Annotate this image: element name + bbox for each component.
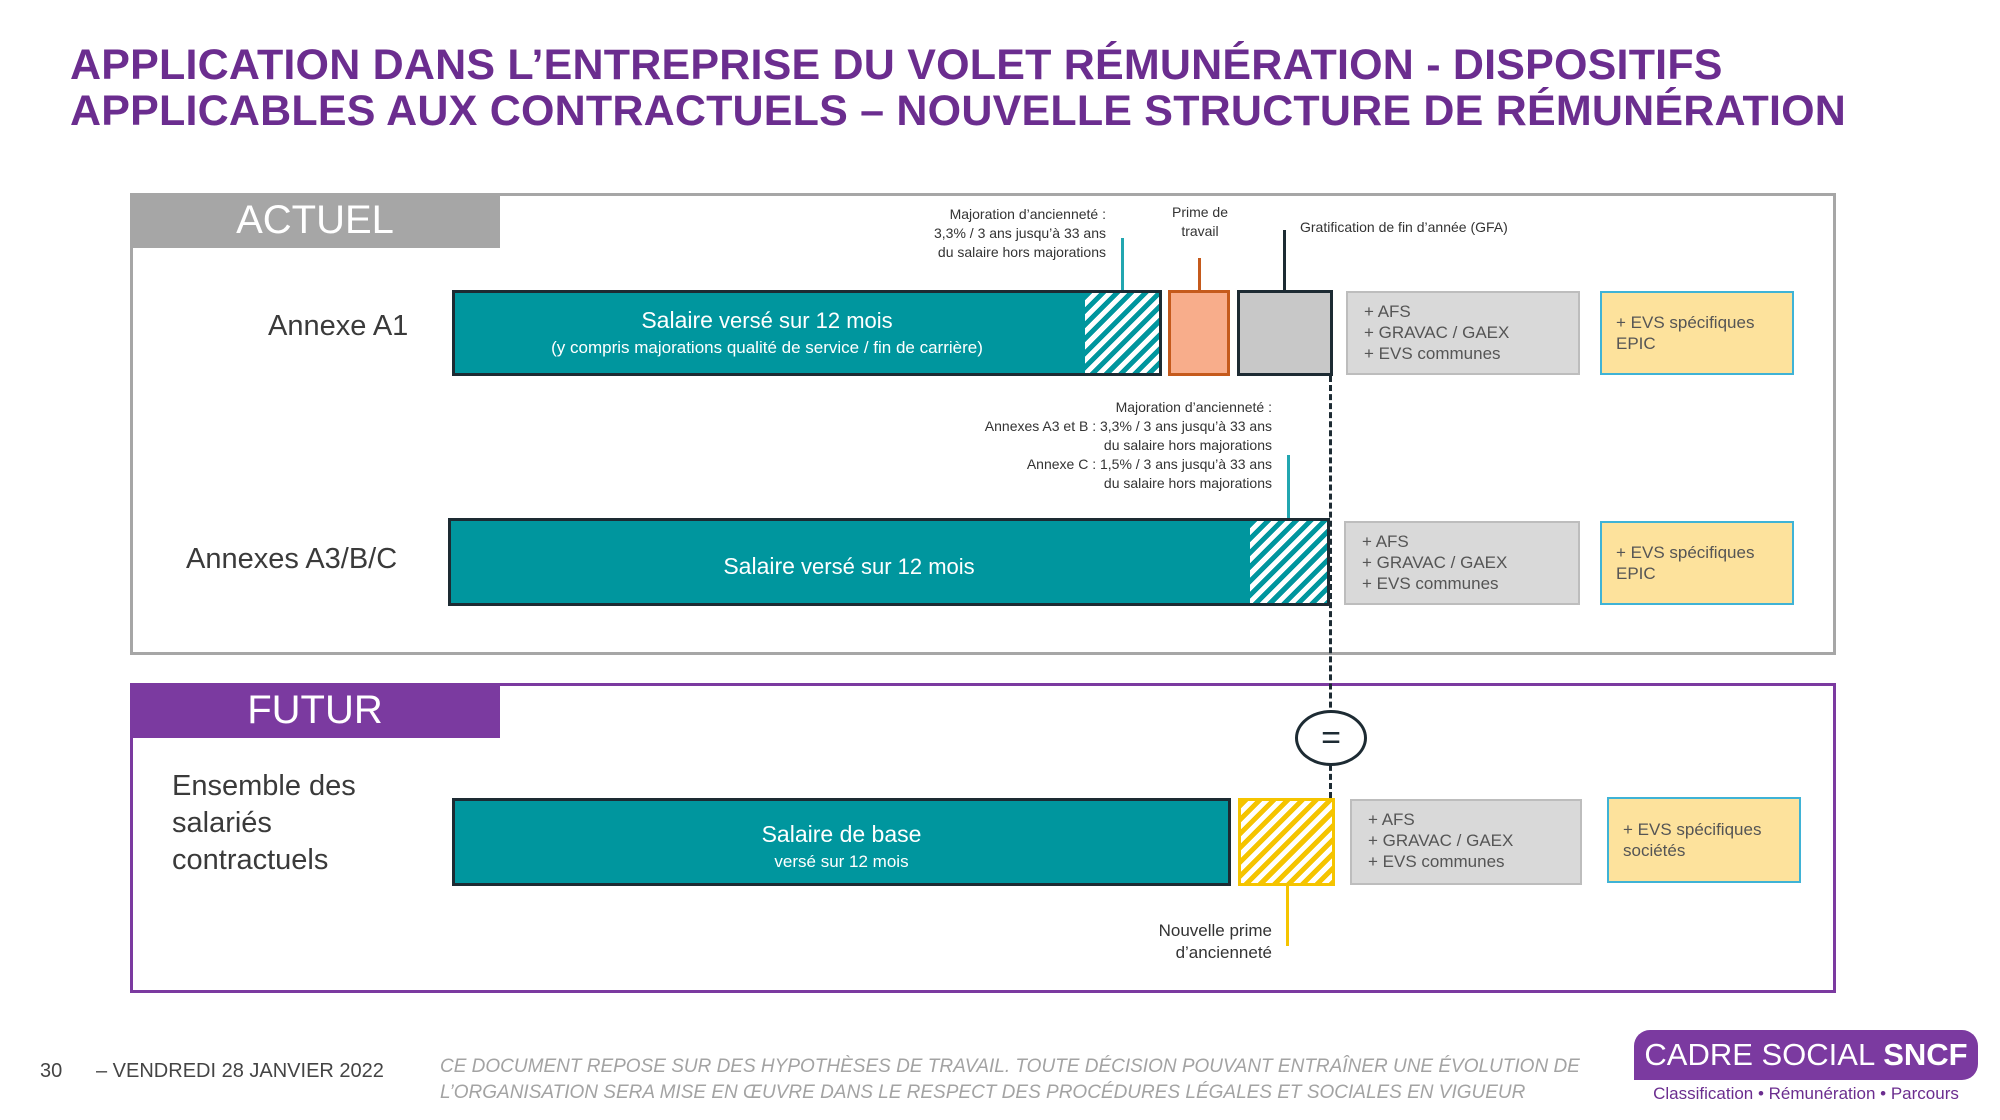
majoration-anciennete-segment-a1 bbox=[1085, 293, 1159, 373]
note-gfa: Gratification de fin d’année (GFA) bbox=[1300, 219, 1508, 235]
row-label-ensemble-contractuels: Ensemble des salariés contractuels bbox=[172, 770, 356, 876]
afs-box-futur: + AFS + GRAVAC / GAEX + EVS communes bbox=[1350, 799, 1582, 885]
row-label-annexes-a3bc: Annexes A3/B/C bbox=[186, 543, 398, 575]
evs-box-a3bc: + EVS spécifiques EPIC bbox=[1600, 521, 1794, 605]
equals-symbol: = bbox=[1295, 710, 1367, 766]
page-number: 30 bbox=[40, 1060, 63, 1082]
afs-box-a3bc: + AFS + GRAVAC / GAEX + EVS communes bbox=[1344, 521, 1580, 605]
logo-tagline: Classification • Rémunération • Parcours bbox=[1653, 1084, 1959, 1103]
row-label-annexe-a1: Annexe A1 bbox=[268, 310, 409, 342]
footer-date: – VENDREDI 28 JANVIER 2022 bbox=[96, 1060, 384, 1082]
alignment-dashed-line bbox=[1329, 376, 1332, 798]
note-prime-de-travail: Prime de travail bbox=[1171, 204, 1229, 239]
salaire-de-base-bar: Salaire de base versé sur 12 mois bbox=[452, 798, 1231, 886]
salaire-label: Salaire bbox=[723, 553, 795, 579]
note-majoration-a3bc: Majoration d’ancienneté : Annexes A3 et … bbox=[984, 399, 1272, 491]
connector-nouvelle-prime bbox=[1286, 886, 1289, 946]
salaire-label: Salaire bbox=[641, 307, 713, 333]
salaire-de-base-subtext: versé sur 12 mois bbox=[774, 852, 909, 871]
page-title: APPLICATION DANS L’ENTREPRISE DU VOLET R… bbox=[70, 42, 1950, 134]
prime-de-travail-box bbox=[1168, 290, 1230, 376]
title-line-1: APPLICATION DANS L’ENTREPRISE DU VOLET R… bbox=[70, 41, 1723, 89]
afs-box-a1: + AFS + GRAVAC / GAEX + EVS communes bbox=[1346, 291, 1580, 375]
note-nouvelle-prime: Nouvelle prime d’ancienneté bbox=[1158, 921, 1272, 962]
connector-gfa bbox=[1283, 230, 1286, 290]
nouvelle-prime-anciennete-segment bbox=[1238, 798, 1335, 886]
futur-tab: FUTUR bbox=[130, 683, 500, 738]
evs-box-futur: + EVS spécifiques sociétés bbox=[1607, 797, 1801, 883]
connector-prime bbox=[1198, 258, 1201, 290]
actuel-panel bbox=[130, 193, 1836, 655]
gfa-box bbox=[1237, 290, 1333, 376]
salaire-de-base-label: Salaire de base bbox=[761, 821, 922, 847]
footer-disclaimer: CE DOCUMENT REPOSE SUR DES HYPOTHÈSES DE… bbox=[440, 1056, 1580, 1103]
salaire-subtext: (y compris majorations qualité de servic… bbox=[551, 338, 983, 357]
actuel-tab: ACTUEL bbox=[130, 193, 500, 248]
futur-panel bbox=[130, 683, 1836, 993]
salaire-bar-a1: Salaire versé sur 12 mois (y compris maj… bbox=[452, 290, 1162, 376]
connector-majoration-a3bc bbox=[1287, 455, 1290, 518]
note-majoration-a1: Majoration d’ancienneté : 3,3% / 3 ans j… bbox=[933, 206, 1106, 260]
salaire-bar-a3bc: Salaire versé sur 12 mois bbox=[448, 518, 1330, 606]
evs-box-a1: + EVS spécifiques EPIC bbox=[1600, 291, 1794, 375]
majoration-anciennete-segment-a3bc bbox=[1250, 521, 1327, 603]
title-line-2: APPLICABLES AUX CONTRACTUELS – NOUVELLE … bbox=[70, 87, 1847, 135]
connector-majoration-a1 bbox=[1121, 238, 1124, 290]
